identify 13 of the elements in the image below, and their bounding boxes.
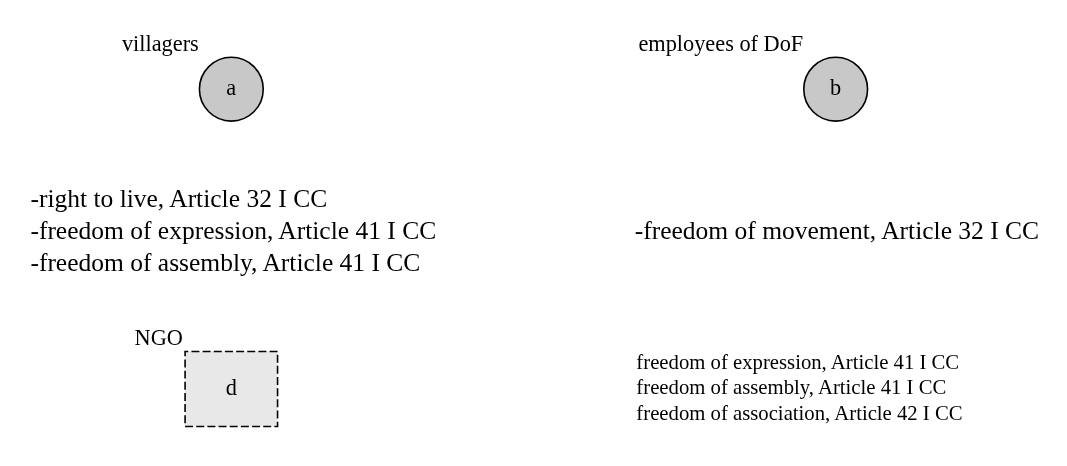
- node-label: villagers: [121, 30, 199, 56]
- label: freedom of expression, Article 41 I CC: [636, 350, 960, 373]
- label: -right to live, Article 32 I CC: [30, 183, 328, 213]
- node-label: NGO: [134, 324, 183, 350]
- node-label: employees of DoF: [638, 30, 804, 56]
- label: -freedom of expression, Article 41 I CC: [30, 215, 437, 245]
- node-box: d: [184, 350, 279, 427]
- label: freedom of association, Article 42 I CC: [636, 401, 963, 424]
- node-circle: a: [198, 56, 264, 122]
- label: freedom of assembly, Article 41 I CC: [636, 375, 947, 398]
- label: -freedom of movement, Article 32 I CC: [634, 215, 1040, 245]
- label: -freedom of assembly, Article 41 I CC: [30, 247, 421, 277]
- node-circle: b: [803, 56, 869, 122]
